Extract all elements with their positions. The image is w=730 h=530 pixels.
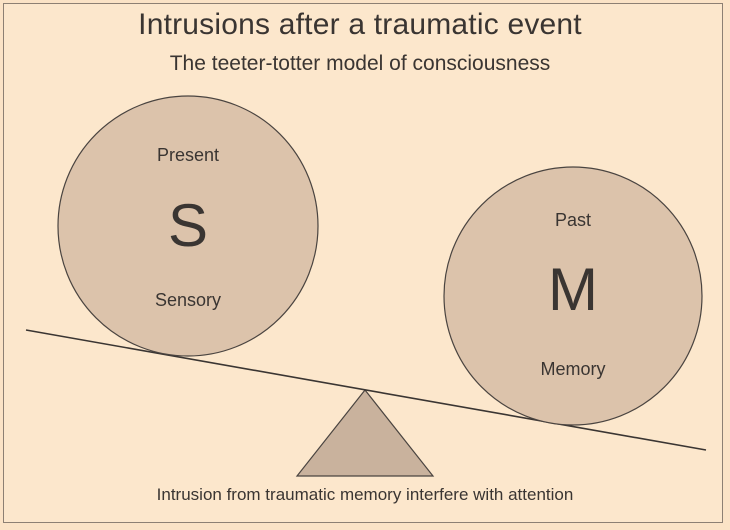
right-circle-top-label: Past [555,210,591,230]
left-circle-letter: S [168,192,208,259]
diagram-subtitle: The teeter-totter model of consciousness [169,52,551,75]
fulcrum-triangle [295,389,435,477]
diagram-title: Intrusions after a traumatic event [138,8,582,41]
left-circle-bottom-label: Sensory [155,290,221,310]
diagram-caption: Intrusion from traumatic memory interfer… [156,485,574,504]
right-circle-memory [443,166,703,426]
left-circle-top-label: Present [157,145,219,165]
left-circle-sensory [57,95,319,357]
right-circle-bottom-label: Memory [540,359,605,379]
right-circle-letter: M [548,256,598,323]
seesaw-beam [25,329,707,451]
